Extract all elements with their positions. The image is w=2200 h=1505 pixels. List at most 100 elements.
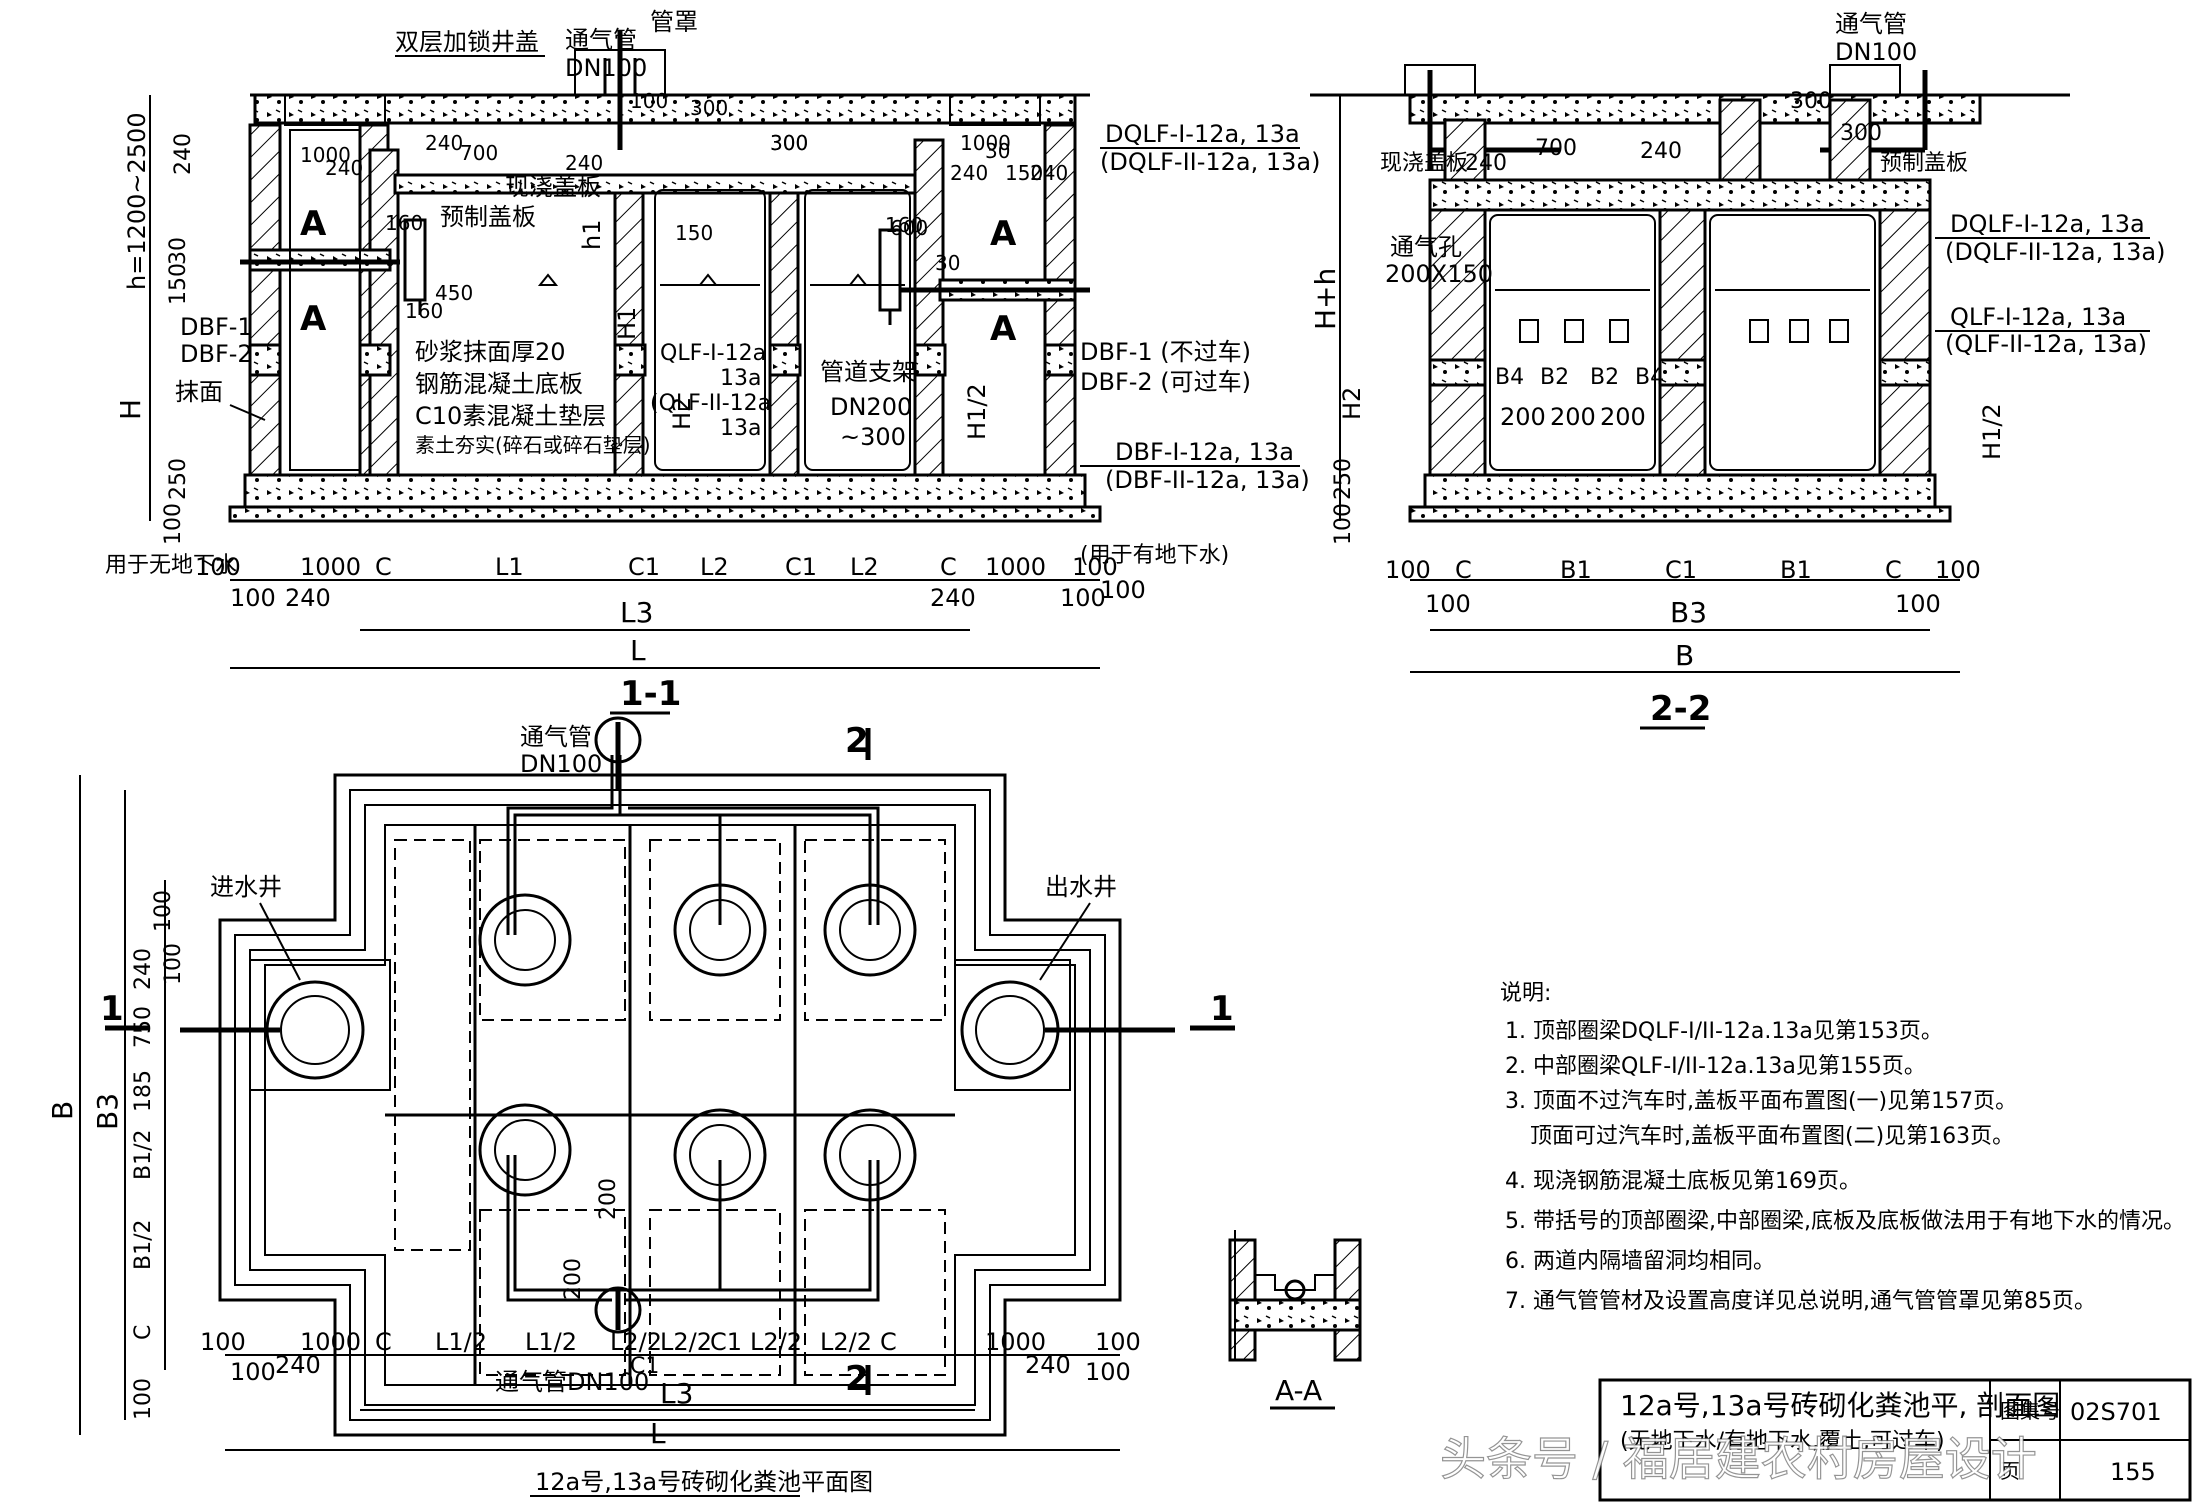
dim-22-h-2: B1 [1560, 556, 1592, 584]
mark-a-1: A [300, 204, 327, 244]
detail-a-a-title: A-A [1275, 1374, 1322, 1407]
label-mortar: 砂浆抹面厚20 [415, 338, 566, 366]
atlas-label: 图集号 [2000, 1399, 2060, 1423]
dim-11-h-7: L2 [850, 553, 879, 581]
plan-view: 1 1 2 2 通气管 DN100 进水井 出水井 通气管DN100 B B3 … [46, 716, 1235, 1497]
label-pipe-cap: 管罩 [650, 8, 698, 36]
dim-22-open-2: B2 [1590, 365, 1619, 390]
dim-11-v-3: 250 [166, 458, 191, 500]
label-22-cast-slab: 现浇盖板 [1380, 151, 1468, 176]
label-22-B: B [1675, 639, 1694, 672]
dim-11-mid-10: 300 [770, 131, 808, 155]
dim-11-v-1: 30 [166, 237, 191, 265]
note-2: 2. 中部圈梁QLF-I/II-12a.13a见第155页。 [1505, 1054, 1926, 1079]
dim-11-h-10: 100 [1072, 553, 1118, 581]
notes: 说明: 1. 顶部圈梁DQLF-I/II-12a.13a见第153页。 2. 中… [1500, 981, 2185, 1314]
label-22-vent-dn: DN100 [1835, 38, 1917, 66]
label-22-ring-beam-top: DQLF-I-12a, 13a [1950, 210, 2145, 238]
dim-11-mid-6: 160 [385, 211, 423, 235]
mark-a-4: A [990, 309, 1017, 349]
dim-11-mid-19: 300 [770, 131, 808, 155]
plan-label-B3: B3 [91, 1093, 124, 1130]
dim-11-h-3: L1 [495, 553, 524, 581]
label-dbf-left-b: DBF-2 [180, 340, 253, 368]
dim-22-h-5: C [1885, 556, 1902, 584]
dim-11-mid-12: 600 [890, 216, 928, 240]
dim-11-mid-9: 150 [675, 221, 713, 245]
dim-plan-v-7: C [131, 1325, 156, 1340]
dim-plan-v-3: 750 [131, 1006, 156, 1048]
dim-plan-h-0: 100 [200, 1328, 246, 1356]
label-soil: 素土夯实(碎石或碎石垫层) [415, 433, 651, 457]
label-base-beam: DBF-I-12a, 13a [1115, 438, 1294, 466]
dim-11-h-1: 1000 [300, 553, 361, 581]
dim-22-h2-0: 100 [1425, 590, 1471, 618]
label-dbf-left: DBF-1 [180, 313, 253, 341]
label-L: L [630, 634, 646, 667]
dim-22-h2-1: 100 [1895, 590, 1941, 618]
plan-label-vent-pipe: 通气管 [520, 723, 592, 751]
dim-11-h-2: C [375, 553, 392, 581]
plan-sec-1-left: 1 [100, 989, 124, 1029]
dim-plan-v-8: 100 [131, 1378, 156, 1420]
dim-11-h2-3: 100 [1060, 584, 1106, 612]
label-no-groundwater: 用于无地下水 [105, 553, 237, 578]
dim-plan-h-4: L1/2 [525, 1328, 577, 1356]
label-ring-beam-top: DQLF-I-12a, 13a [1105, 120, 1300, 148]
label-ring-beam-top-alt: (DQLF-II-12a, 13a) [1100, 148, 1321, 176]
dim-11-v-4: 100 [161, 503, 186, 545]
dim-11-h-8: C [940, 553, 957, 581]
dim-11-v-0: 240 [171, 133, 196, 175]
dim-22-open-1: B2 [1540, 365, 1569, 390]
dim-11-mid-7: 450 [435, 281, 473, 305]
dim-22-open-3: B4 [1635, 365, 1664, 390]
dim-11-mid-17: 240 [1030, 161, 1068, 185]
label-dbf-right-b: DBF-2 (可过车) [1080, 368, 1251, 396]
label-precast-slab: 预制盖板 [440, 203, 536, 231]
dim-plan-h-2: C [375, 1328, 392, 1356]
dim-11-mid-20: 30 [935, 251, 960, 275]
dim-11-v-2: 150 [166, 263, 191, 305]
title-block-title: 12a号,13a号砖砌化粪池平, 剖面图 [1620, 1389, 2060, 1422]
page-no: 155 [2110, 1458, 2156, 1486]
dim-22-h-6: 100 [1935, 556, 1981, 584]
dim-22-v-1: 100 [1331, 503, 1356, 545]
dim-plan-v-2: 100 [161, 943, 186, 985]
dim-11-h-0: 100 [195, 553, 241, 581]
section-1-1-title: 1-1 [620, 674, 681, 714]
dim-plan-h-6: L2/2 [660, 1328, 712, 1356]
title-block: 12a号,13a号砖砌化粪池平, 剖面图 (无地下水/有地下水,覆土,可过车) … [1598, 1378, 2192, 1502]
label-h-range: h=1200~2500 [123, 112, 151, 290]
dim-11-mid-11: 160 [885, 213, 923, 237]
label-h1: h1 [578, 220, 606, 250]
label-22-B3: B3 [1670, 596, 1707, 629]
title-block-subtitle: (无地下水/有地下水,覆土,可过车) [1620, 1429, 1945, 1454]
dim-plan-v-1: 240 [131, 948, 156, 990]
label-mid-beam: QLF-I-12a [660, 341, 766, 366]
dim-22-openval-0: 200 [1500, 403, 1546, 431]
dim-22-h-0: 100 [1385, 556, 1431, 584]
label-vent-pipe: 通气管 [565, 26, 637, 54]
plan-label-200b: 200 [561, 1258, 586, 1300]
dim-plan-h2-0: 100 [230, 1358, 276, 1386]
dim-11-h-6: C1 [785, 553, 817, 581]
label-dn-range: DN200 [830, 393, 912, 421]
dim-11-mid-0: 1000 [300, 143, 351, 167]
dim-plan-h-8: L2/2 [750, 1328, 802, 1356]
label-22-mid-beam: QLF-I-12a, 13a [1950, 303, 2126, 331]
plan-label-vent-bottom: 通气管DN100 [495, 1368, 649, 1396]
plan-sec-2-top: 2 [845, 721, 869, 761]
label-with-groundwater: (用于有地下水) [1080, 543, 1229, 568]
notes-heading: 说明: [1500, 981, 1551, 1006]
dim-22-top-3: 240 [1640, 139, 1682, 164]
label-mid-beam-b: 13a [720, 366, 761, 391]
detail-a-a: A-A [1228, 1230, 1362, 1410]
dim-22-h-4: B1 [1780, 556, 1812, 584]
dim-plan-h-1: 1000 [300, 1328, 361, 1356]
dim-11-mid-3: 700 [460, 141, 498, 165]
label-mid-beam-alt: (QLF-II-12a [650, 391, 771, 416]
